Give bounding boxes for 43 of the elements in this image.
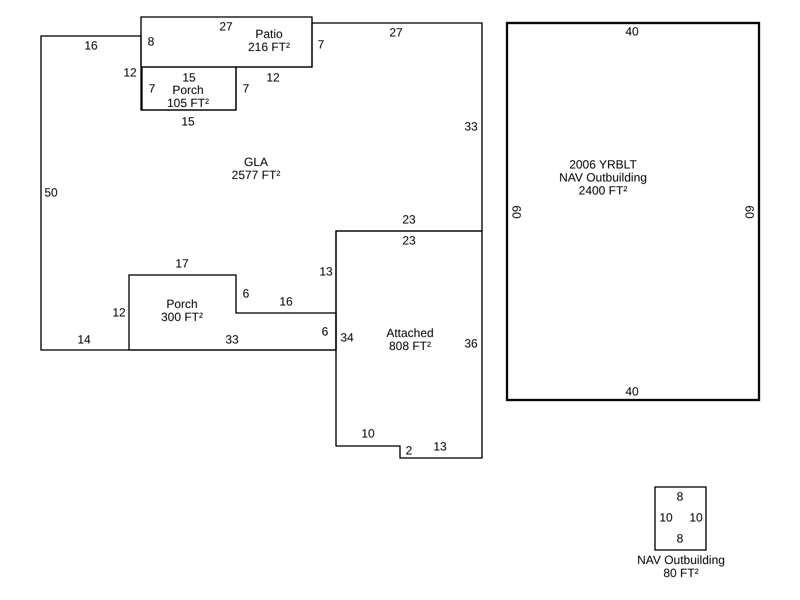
- dimension-label: 16: [84, 40, 98, 52]
- dimension-label: 7: [242, 82, 250, 96]
- dimension-label: 23: [402, 214, 416, 226]
- dimension-label: 33: [225, 334, 239, 346]
- dimension-label: 7: [148, 82, 156, 96]
- dimension-label: 10: [689, 512, 703, 524]
- dimension-label: 8: [148, 36, 154, 48]
- dimension-label: 50: [44, 186, 58, 200]
- dimension-label: 12: [112, 306, 126, 320]
- dimension-label: 12: [266, 72, 280, 84]
- dimension-label: 27: [389, 26, 403, 40]
- dimension-label: 6: [242, 288, 250, 300]
- dimension-label: 17: [175, 258, 189, 270]
- dimension-label: 13: [433, 440, 447, 454]
- dimension-label: 34: [340, 332, 354, 344]
- area-label: Attached 808 FT²: [386, 327, 434, 353]
- dimension-label: 60: [742, 205, 756, 219]
- dimension-label: 40: [625, 386, 639, 398]
- dimension-label: 15: [181, 116, 195, 128]
- area-label: 2006 YRBLT NAV Outbuilding 2400 FT²: [559, 158, 647, 198]
- dimension-label: 12: [123, 66, 137, 80]
- dimension-label: 2: [406, 444, 412, 458]
- area-label: Patio 216 FT²: [248, 28, 290, 54]
- dimension-label: 36: [464, 338, 478, 350]
- dimension-label: 27: [219, 20, 233, 34]
- dimension-label: 7: [318, 38, 324, 52]
- area-label: GLA 2577 FT²: [232, 156, 280, 182]
- dimension-label: 8: [676, 490, 684, 504]
- dimension-label: 10: [361, 428, 375, 440]
- dimension-label: 8: [676, 532, 684, 546]
- dimension-label: 14: [77, 334, 91, 346]
- dimension-label: 10: [659, 512, 673, 524]
- dimension-label: 16: [279, 296, 293, 308]
- dimension-label: 15: [182, 72, 196, 84]
- dimension-label: 6: [322, 326, 328, 338]
- area-label: Porch 300 FT²: [161, 298, 203, 324]
- area-label: NAV Outbuilding 80 FT²: [637, 554, 725, 580]
- dimension-label: 33: [464, 120, 478, 134]
- dimension-label: 40: [625, 26, 639, 38]
- dimension-label: 60: [510, 205, 522, 219]
- dimension-label: 13: [319, 266, 333, 278]
- dimension-label: 23: [402, 234, 416, 248]
- area-label: Porch 105 FT²: [167, 84, 209, 110]
